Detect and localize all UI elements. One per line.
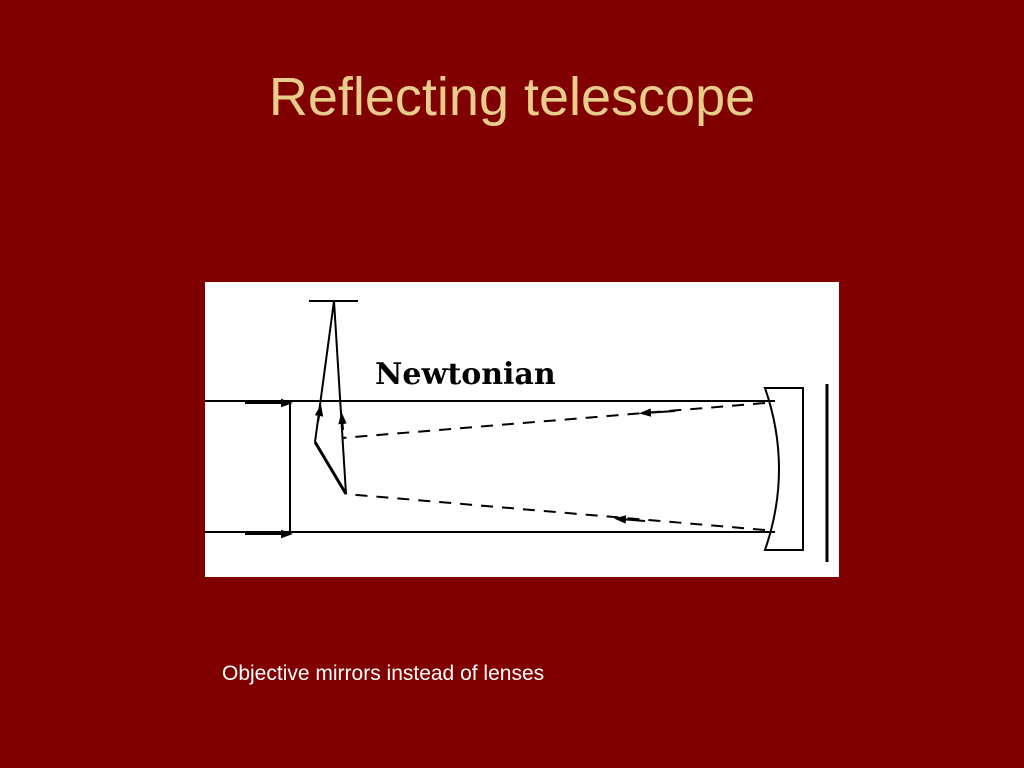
diagram-svg: Newtonian [205, 300, 829, 562]
newtonian-telescope-diagram: Newtonian [205, 282, 839, 577]
diagram-label: Newtonian [375, 357, 556, 392]
diagram-lines [205, 300, 829, 562]
ray-to-eyepiece-right-arrow [338, 412, 347, 431]
ray-to-eyepiece-left-arrow [314, 404, 324, 423]
slide-title: Reflecting telescope [268, 67, 756, 127]
reflected-ray-top-arrow [639, 408, 676, 417]
reflected-ray-bottom-arrow [614, 515, 646, 524]
secondary-mirror [313, 441, 348, 495]
primary-mirror [763, 387, 804, 551]
reflected-rays [341, 402, 766, 531]
reflected-ray-bottom [345, 493, 766, 531]
ray-to-eyepiece-right [333, 300, 347, 495]
slide-caption: Objective mirrors instead of lenses [222, 662, 545, 685]
reflected-ray-top [341, 402, 766, 439]
